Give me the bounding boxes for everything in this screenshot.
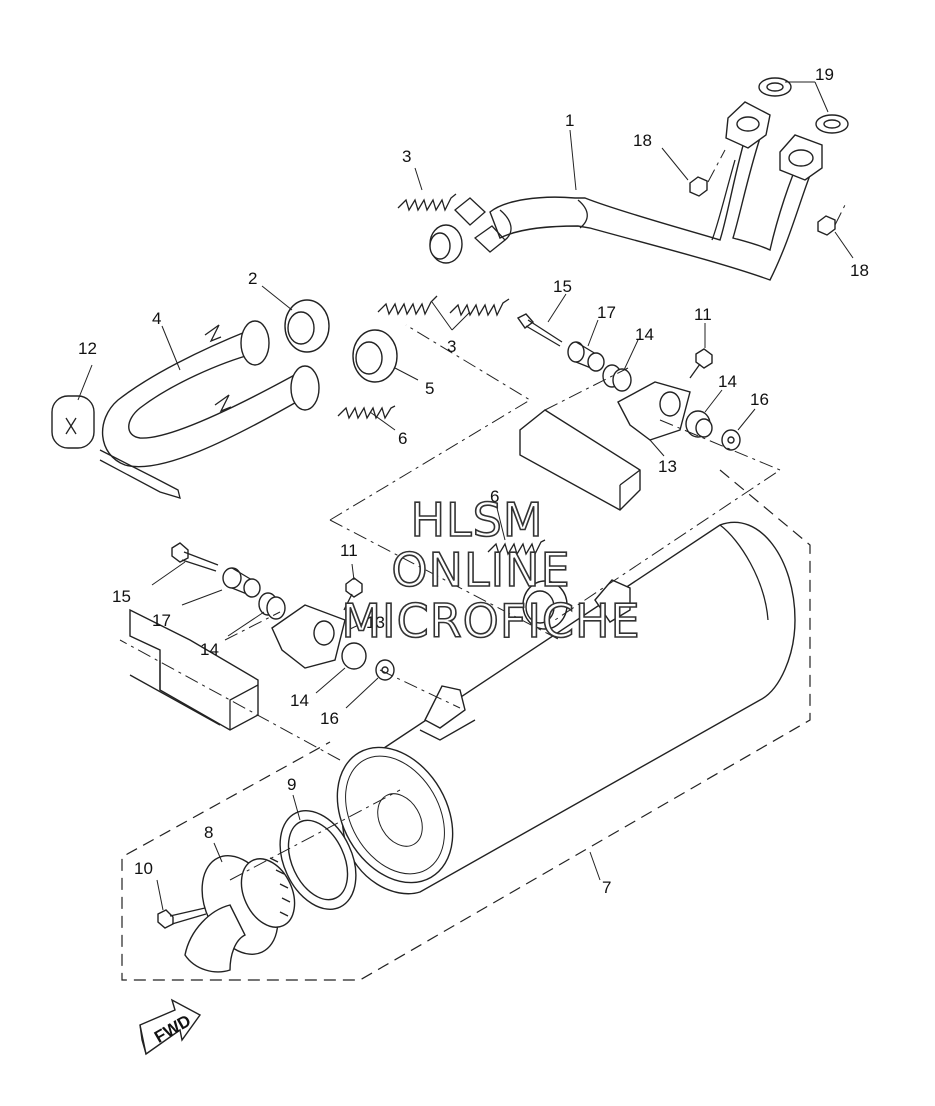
callout-15: 15 [553,277,572,296]
pipe-flange-left [725,101,771,149]
callout-5: 5 [425,379,434,398]
callout-11: 11 [340,541,358,560]
callout-13: 13 [658,457,677,476]
u-pipe-4 [99,320,320,499]
callout-6: 6 [398,429,407,448]
gasket-5 [352,329,398,383]
bolt-11-lower [343,577,363,611]
guide-line-9 [707,149,846,226]
collar-17-lower [222,567,261,598]
callout-8: 8 [204,823,213,842]
gasket-19-top [758,77,792,97]
callout-15: 15 [112,587,131,606]
collar-17-upper [567,341,605,372]
spring-3-top [397,193,457,212]
bolt-15-upper [516,313,563,347]
gasket-2 [284,299,330,353]
callout-13: 13 [366,613,385,632]
spring-6-right [487,539,546,556]
bracket-13-upper [617,381,691,441]
callout-16: 16 [750,390,769,409]
callout-3: 3 [447,337,456,356]
spring-6-left [337,405,396,420]
frame-bar-lower [129,608,259,731]
forward-arrow-icon: FWD [139,998,202,1056]
nut-18-right [817,215,836,236]
exhaust-pipe-assembly [489,126,813,281]
spring-3-right [449,298,510,317]
guide-line-6 [224,611,281,641]
nut-18-left [689,176,708,197]
bolt-10 [157,907,207,929]
watermark-line-2: ONLINE [391,543,570,597]
pipe-joint [429,197,506,264]
callout-2: 2 [248,269,257,288]
muffler-7 [336,521,796,895]
watermark-line-3: MICROFICHE [341,594,640,648]
grommet-14-c [258,592,286,620]
spark-arrestor-8 [184,855,296,973]
callout-labels: 1 2 3 3 4 5 6 6 7 8 9 10 11 11 12 13 13 … [78,65,869,897]
damper-12 [51,395,95,449]
guide-line-2 [329,519,561,641]
bolt-15-lower [171,542,219,572]
callout-4: 4 [152,309,161,328]
callout-6: 6 [490,487,499,506]
callout-17: 17 [152,611,171,630]
bracket-13-lower [271,604,346,669]
callout-19: 19 [815,65,834,84]
callout-14: 14 [635,325,654,344]
watermark: HLSM ONLINE MICROFICHE [341,492,641,649]
callout-18: 18 [633,131,652,150]
gasket-9 [279,810,357,910]
washer-16-upper [721,429,741,451]
washer-16-lower [375,659,395,681]
callout-11: 11 [694,305,712,324]
guide-line-8 [229,789,401,881]
guide-line-4 [554,419,782,621]
callout-18: 18 [850,261,869,280]
watermark-line-1: HLSM [410,493,543,547]
muffler-group-box [121,469,811,981]
pipe-flange-right [779,134,823,181]
callout-9: 9 [287,775,296,794]
callout-17: 17 [597,303,616,322]
guide-line-3 [544,367,629,411]
guide-line-1 [329,324,531,521]
callout-7: 7 [602,878,611,897]
callout-14: 14 [290,691,309,710]
callout-1: 1 [565,111,574,130]
callout-3: 3 [402,147,411,166]
guide-line-5 [379,669,461,709]
grommet-14-b [685,410,713,438]
callout-14: 14 [200,640,219,659]
callout-10: 10 [134,859,153,878]
spring-3-mid [377,295,438,316]
bolt-11-upper [689,348,713,379]
guide-line-7 [119,639,341,761]
callout-12: 12 [78,339,97,358]
callout-14: 14 [718,372,737,391]
gasket-19-bottom [815,114,849,134]
leader-lines [77,81,854,911]
callout-16: 16 [320,709,339,728]
grommet-14-d [341,642,367,670]
muffler-inlet [522,580,568,630]
